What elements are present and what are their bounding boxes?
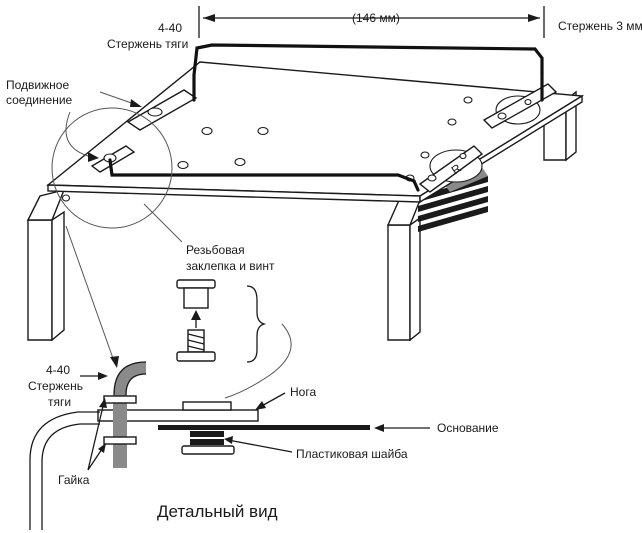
leader-lines: [65, 91, 292, 399]
rivet-arrow: [191, 310, 201, 328]
linkage-arm-back: [126, 89, 198, 131]
left-leg: [26, 188, 66, 342]
detail-view-assembly: [29, 361, 370, 530]
leg-label: Нога: [290, 385, 316, 399]
base-label: Основание: [437, 421, 499, 435]
detail-leaders: [80, 372, 430, 471]
pushrod-top: [192, 43, 544, 102]
plate-holes: [61, 96, 473, 202]
movable-joint-label-2: соединение: [6, 93, 73, 107]
linkage-arm-front: [90, 145, 136, 173]
servo-right-front: R: [418, 145, 484, 193]
detail-view-title: Детальный вид: [157, 502, 278, 521]
rod-tyag-top-label: Стержень тяги: [107, 37, 188, 51]
plastic-washer-label: Пластиковая шайба: [296, 447, 408, 461]
dimension-line: [198, 6, 545, 38]
rivet-label-2: заклепка и винт: [186, 259, 275, 273]
curly-brace: [246, 285, 267, 363]
base-plate: [46, 61, 585, 204]
pushrod-bottom: [108, 158, 420, 192]
threaded-rivet: [176, 279, 216, 309]
rod-4-40-bottom-label: 4-40: [46, 363, 70, 377]
servo-right-back: [482, 83, 558, 129]
rod-4-40-top-label: 4-40: [158, 21, 182, 35]
rod-3mm-label: Стержень 3 мм: [558, 19, 642, 33]
dimension-label: (146 мм): [352, 11, 400, 25]
nut-label: Гайка: [58, 473, 90, 487]
rod-tyagi-bottom-label: тяги: [48, 395, 71, 409]
rivet-label-1: Резьбовая: [186, 243, 245, 257]
rod-steer-bottom-label: Стержень: [28, 379, 83, 393]
movable-joint-label-1: Подвижное: [6, 78, 69, 92]
detail-magnifier-circle: [51, 107, 173, 229]
machine-screw: [176, 329, 216, 362]
